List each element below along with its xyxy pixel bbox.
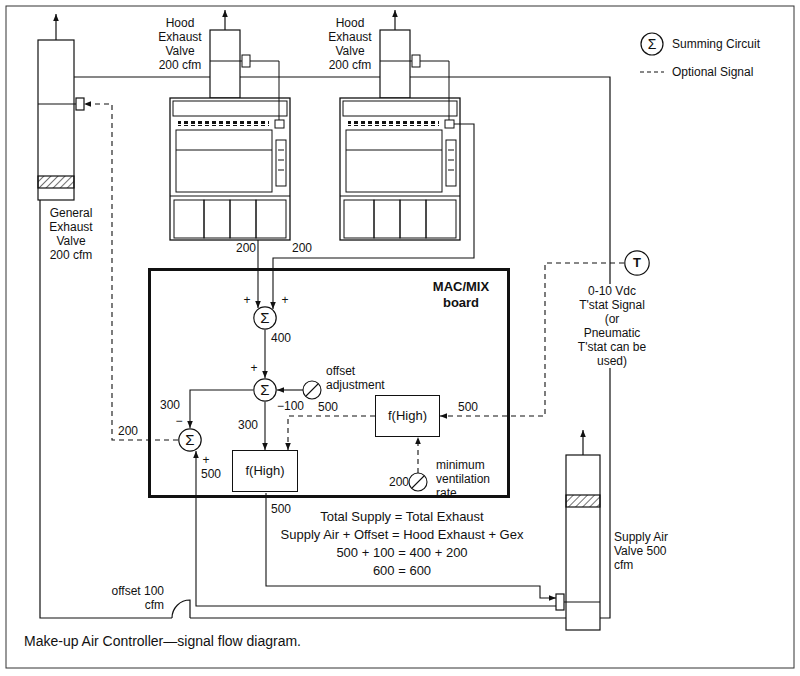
thermostat: T: [624, 250, 650, 276]
adjust-knob: [409, 473, 427, 491]
general-exhaust-duct: [38, 14, 84, 200]
signal-connector: [264, 402, 265, 450]
legend-sample: [640, 71, 664, 72]
legend-sample: [641, 33, 663, 55]
fume-hood: [380, 61, 412, 62]
signal-wire: [196, 124, 556, 606]
flow-value: 500: [318, 400, 338, 414]
flow-value: 200: [383, 475, 409, 489]
sign: +: [249, 361, 259, 375]
supply-duct: [566, 455, 600, 630]
flow-value: 300: [238, 418, 258, 432]
legend-text: Optional Signal: [672, 65, 753, 79]
circle-outline: [625, 251, 649, 275]
function-block: f(High): [375, 395, 440, 437]
flow-value: 300: [160, 398, 180, 412]
signal-connector: [264, 330, 265, 378]
fume-hood: [170, 98, 290, 240]
sign: +: [280, 293, 290, 307]
general-exhaust-duct: [76, 98, 84, 110]
general-exhaust-duct: [38, 40, 74, 200]
flow-value: 500: [201, 467, 227, 481]
flow-value: 400: [271, 331, 291, 345]
room-outline: [40, 77, 610, 618]
equation: 500 + 100 = 400 + 200: [272, 544, 532, 562]
supply-duct: [556, 430, 600, 630]
flow-value: 200: [230, 241, 256, 255]
function-block: f(High): [232, 450, 298, 492]
fume-hood: [412, 55, 420, 67]
node-text: Σ: [260, 310, 269, 326]
flow-value: −100: [277, 399, 309, 413]
fume-hood: [250, 61, 279, 120]
adjust-knob: [306, 384, 318, 396]
legend-samples: [640, 33, 664, 72]
fume-hood: [210, 30, 240, 98]
legend-symbol: Σ: [644, 36, 660, 52]
valve-label: Hood Exhaust Valve 200 cfm: [325, 16, 375, 72]
node-text: T: [633, 255, 641, 271]
circle-outline: [254, 379, 276, 401]
flow-value: 500: [458, 400, 478, 414]
valve-label: Supply Air Valve 500 cfm: [614, 530, 674, 572]
node-text: f(High): [388, 408, 427, 424]
room-outline: [172, 600, 190, 618]
flow-value: 200: [118, 424, 144, 438]
summing-circuit: Σ: [253, 306, 277, 330]
equation: Supply Air + Offset = Hood Exhaust + Gex: [272, 526, 532, 544]
supply-duct: [582, 430, 583, 455]
sign: +: [242, 293, 252, 307]
general-exhaust-duct: [55, 14, 56, 40]
general-exhaust-duct: [38, 103, 76, 104]
control-label: offset adjustment: [326, 364, 392, 392]
optional-signal-wire: [417, 437, 418, 473]
general-exhaust-duct: [38, 176, 74, 188]
equation: 600 = 600: [272, 562, 532, 580]
adjust-knob: [303, 381, 321, 399]
sign: −: [174, 414, 184, 428]
node-text: Σ: [185, 432, 194, 448]
control-label: minimum ventilation rate: [436, 458, 498, 500]
room-outline: [40, 77, 610, 618]
supply-duct: [564, 601, 600, 602]
signal-connector: [288, 416, 375, 450]
node-text: f(High): [245, 463, 284, 479]
valve-label: General Exhaust Valve 200 cfm: [46, 206, 96, 262]
adjust-knob: [412, 476, 424, 488]
supply-duct: [556, 594, 564, 610]
signal-wire: [257, 240, 258, 308]
fume-hood: [340, 98, 460, 240]
fume-hood: [224, 10, 225, 30]
supply-duct: [566, 495, 600, 507]
summing-circuit: Σ: [178, 428, 202, 452]
sign: +: [201, 453, 211, 467]
fume-hood: [420, 61, 449, 120]
legend-text: Summing Circuit: [672, 37, 760, 51]
legend-sample: [641, 33, 663, 55]
fume-hood: [210, 61, 242, 62]
optional-signal-wire: [84, 104, 178, 440]
optional-signal-wire: [84, 104, 418, 473]
equation: Total Supply = Total Exhaust: [272, 508, 532, 526]
figure-frame: [6, 6, 794, 668]
signal-wire: [277, 389, 303, 390]
valve-label: Hood Exhaust Valve 200 cfm: [155, 16, 205, 72]
fume-hood: [242, 55, 250, 67]
connectors: [190, 263, 624, 450]
signal-note: 0-10 Vdc T'stat Signal (or Pneumatic T's…: [575, 284, 649, 368]
fume-hood: [394, 10, 395, 30]
legend-sample: [640, 72, 664, 73]
fume-hood: [380, 30, 410, 98]
signal-wire: [266, 493, 556, 598]
flow-value: 200: [292, 241, 318, 255]
signal-wire: [196, 451, 556, 606]
figure-caption: Make-up Air Controller—signal flow diagr…: [24, 632, 301, 650]
circle-outline: [254, 307, 276, 329]
circle-outline: [179, 429, 201, 451]
node-text: MAC/MIX board: [419, 279, 503, 311]
offset-label: offset 100 cfm: [108, 584, 164, 612]
flow-value: 500: [271, 502, 297, 516]
summing-circuit: Σ: [253, 378, 277, 402]
node-text: Σ: [260, 382, 269, 398]
